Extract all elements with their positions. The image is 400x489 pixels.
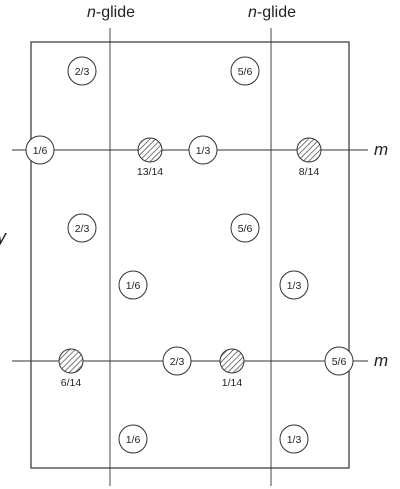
hatched-site-8-14: 8/14 [296,137,322,178]
open-site-bottom-left-1-6: 1/6 [118,424,148,454]
open-site-label: 2/3 [170,356,185,368]
open-site-label: 1/6 [126,280,141,292]
hatched-site-13-14: 13/14 [137,137,163,178]
hatched-site-6-14: 6/14 [58,348,84,389]
open-site-row1-left-1-6: 1/6 [25,135,55,165]
hatched-site-label: 13/14 [137,166,163,178]
open-site-mid-right-5-6: 5/6 [230,213,260,243]
open-site-label: 5/6 [332,356,347,368]
unit-cell-frame [30,41,350,469]
open-site-label: 2/3 [75,223,90,235]
open-site-mid-left-2-3: 2/3 [67,213,97,243]
mirror-label-bottom: m [374,351,388,370]
open-site-bottom-right-1-3: 1/3 [279,424,309,454]
hatched-site-1-14: 1/14 [219,348,245,389]
n-glide-label-left: n-glide [87,4,135,21]
open-site-label: 1/3 [287,280,302,292]
open-site-center-left-1-6: 1/6 [118,270,148,300]
open-site-label: 5/6 [238,223,253,235]
open-site-top-left-2-3: 2/3 [67,56,97,86]
open-site-label: 1/3 [196,145,211,157]
hatched-site-label: 6/14 [61,377,82,389]
open-site-label: 1/6 [126,434,141,446]
open-site-label: 5/6 [238,66,253,78]
open-site-row1-mid-1-3: 1/3 [188,135,218,165]
hatched-site-label: 8/14 [299,166,320,178]
hatched-site-label: 1/14 [222,377,243,389]
open-site-top-right-5-6: 5/6 [230,56,260,86]
open-site-label: 1/6 [33,145,48,157]
open-site-row2-right-5-6: 5/6 [324,346,354,376]
open-site-label: 2/3 [75,66,90,78]
open-site-label: 1/3 [287,434,302,446]
axis-label-y: y [0,227,7,247]
open-site-center-right-1-3: 1/3 [279,270,309,300]
open-site-row2-mid-2-3: 2/3 [162,346,192,376]
mirror-label-top: m [374,140,388,159]
n-glide-label-right: n-glide [248,4,296,21]
